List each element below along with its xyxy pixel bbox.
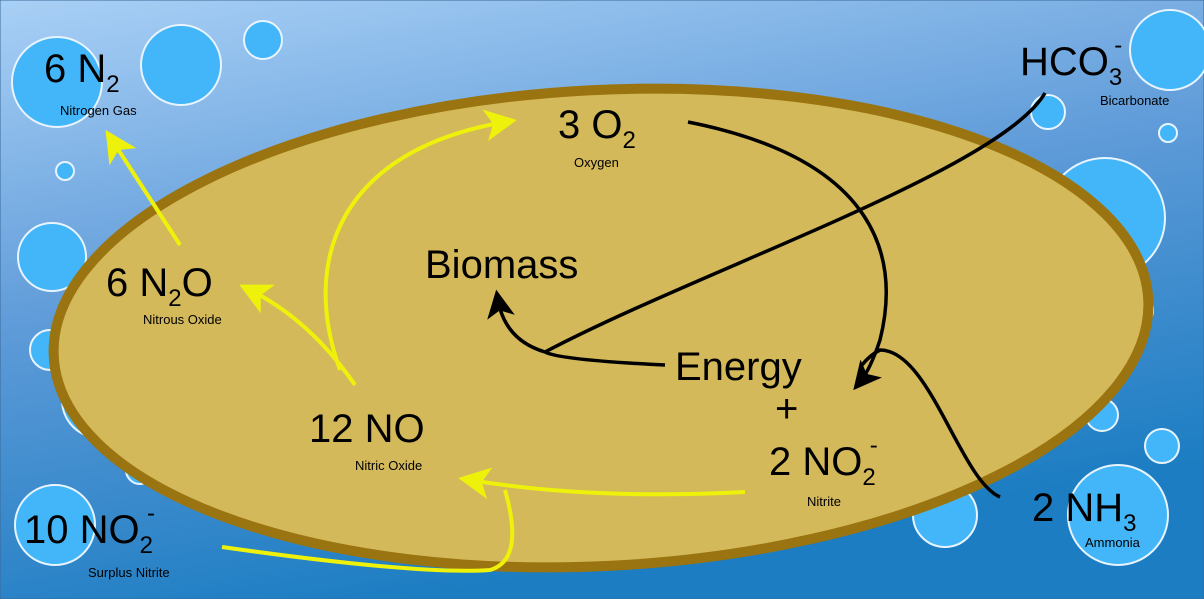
bubble: [55, 161, 75, 181]
arrow-no-to-o2: [323, 109, 517, 371]
arrow-nh3-to-no2: [860, 348, 1001, 499]
svg-text:6 N2: 6 N2: [44, 47, 120, 98]
bubble: [1144, 428, 1180, 464]
arrow-hco3-to-biomass: [544, 92, 1047, 354]
label-no2: 2 NO2- Nitrite: [769, 432, 878, 509]
bubble: [1158, 123, 1178, 143]
bubble: [243, 20, 283, 60]
svg-text:2 NH3: 2 NH3: [1032, 486, 1137, 537]
bubble: [11, 36, 103, 128]
label-nh3: 2 NH3 Ammonia: [1032, 486, 1141, 550]
label-n2o: 6 N2O Nitrous Oxide: [106, 261, 222, 327]
yellow-arrows: [105, 109, 746, 573]
svg-text:Surplus Nitrite: Surplus Nitrite: [88, 565, 170, 580]
arrow-energy-to-biomass: [487, 289, 666, 367]
svg-text:Nitrogen Gas: Nitrogen Gas: [60, 103, 137, 118]
label-o2: 3 O2 Oxygen: [558, 103, 636, 170]
bubble: [140, 24, 222, 106]
svg-text:Bicarbonate: Bicarbonate: [1100, 93, 1169, 108]
svg-text:2 NO2-: 2 NO2-: [769, 432, 878, 491]
label-surplus-nitrite: 10 NO2- Surplus Nitrite: [24, 500, 170, 580]
svg-text:6 N2O: 6 N2O: [106, 261, 213, 312]
label-hco3: HCO3- Bicarbonate: [1020, 32, 1169, 108]
arrow-no-to-n2o: [239, 284, 357, 387]
bubble: [1030, 94, 1066, 130]
bacterium-cell: [48, 83, 1154, 573]
svg-text:Nitrite: Nitrite: [807, 494, 841, 509]
arrow-no2-to-no: [458, 467, 746, 500]
bubble: [17, 222, 87, 292]
svg-text:Nitric Oxide: Nitric Oxide: [355, 458, 422, 473]
svg-text:HCO3-: HCO3-: [1020, 32, 1122, 91]
svg-text:Nitrous Oxide: Nitrous Oxide: [143, 312, 222, 327]
arrow-n2o-to-n2: [105, 129, 182, 247]
label-no: 12 NO Nitric Oxide: [309, 407, 425, 473]
label-biomass: Biomass: [425, 243, 578, 287]
svg-text:3 O2: 3 O2: [558, 103, 636, 154]
svg-text:Ammonia: Ammonia: [1085, 535, 1141, 550]
svg-text:10 NO2-: 10 NO2-: [24, 500, 155, 559]
svg-text:12 NO: 12 NO: [309, 407, 425, 451]
arrow-o2-to-no2: [687, 120, 888, 391]
arrow-surplus-nitrite: [221, 489, 515, 573]
bubble: [1067, 464, 1169, 566]
label-plus: +: [775, 387, 798, 431]
svg-text:Oxygen: Oxygen: [574, 155, 619, 170]
bubble: [1129, 9, 1204, 91]
label-n2: 6 N2 Nitrogen Gas: [44, 47, 137, 118]
label-energy: Energy: [675, 345, 802, 389]
bubble: [14, 484, 96, 566]
black-arrows: [487, 92, 1047, 499]
